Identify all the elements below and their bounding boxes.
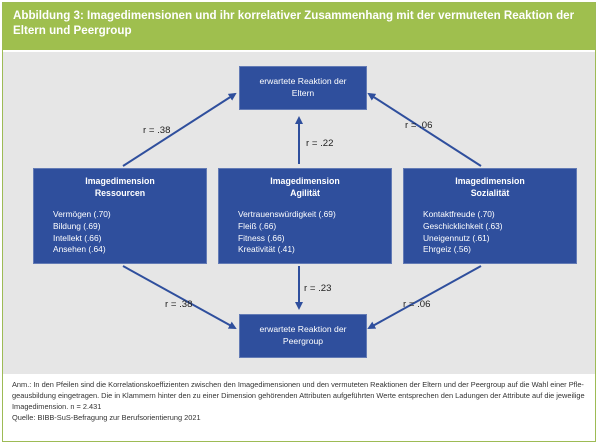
dimension-title-line1: Imagedimension	[85, 176, 155, 186]
arrows-layer	[122, 92, 482, 329]
arrow-sozialitaet-peergroup	[367, 265, 482, 329]
attribute-list: Kontaktfreude (.70) Geschicklichkeit (.6…	[403, 209, 577, 256]
figure-frame: Abbildung 3: Imagedimensionen und ihr ko…	[2, 2, 596, 442]
dimension-title-line2: Agilität	[290, 188, 320, 198]
dimension-title-line1: Imagedimension	[270, 176, 340, 186]
attribute-item: Vermögen (.70)	[53, 209, 111, 219]
outcome-peergroup-line2: Peergroup	[282, 336, 324, 346]
attribute-item: Fitness (.66)	[238, 232, 285, 243]
attribute-item: Uneigennutz (.61)	[423, 232, 490, 243]
attribute-item: Vertrauenswürdigkeit (.69)	[238, 209, 336, 219]
attribute-item: Intellekt (.66)	[53, 232, 102, 243]
correlation-label-ressourcen-eltern: r = .38	[143, 125, 171, 136]
figure-note: Anm.: In den Pfeilen sind die Korrelatio…	[12, 379, 594, 423]
dimension-title-line2: Sozialität	[470, 188, 510, 198]
note-line: Anm.: In den Pfeilen sind die Korrelatio…	[12, 380, 584, 389]
figure-title: Abbildung 3: Imagedimensionen und ihr ko…	[3, 3, 595, 50]
correlation-label-sozialitaet-peergroup: r = .06	[403, 299, 431, 310]
attribute-item: Ehrgeiz (.56)	[423, 244, 471, 255]
dimension-title-agilitaet: Imagedimension Agilität	[218, 175, 392, 199]
correlation-label-ressourcen-peergroup: r = .38	[165, 299, 193, 310]
attribute-item: Fleiß (.66)	[238, 220, 277, 231]
attribute-item: Kreativität (.41)	[238, 244, 295, 255]
diagram-panel: erwartete Reaktion der Eltern erwartete …	[3, 52, 595, 374]
note-line: geausbildung eingetragen. Die in Klammer…	[12, 391, 585, 400]
attribute-item: Ansehen (.64)	[53, 244, 106, 255]
arrow-sozialitaet-eltern	[367, 92, 482, 167]
dimension-title-line2: Ressourcen	[94, 188, 146, 198]
correlation-label-agilitaet-peergroup: r = .23	[304, 283, 332, 294]
outcome-box-peergroup: erwartete Reaktion der Peergroup	[239, 314, 367, 358]
outcome-peergroup-line1: erwartete Reaktion der	[259, 324, 347, 334]
dimension-title-sozialitaet: Imagedimension Sozialität	[403, 175, 577, 199]
dimension-title-ressourcen: Imagedimension Ressourcen	[33, 175, 207, 199]
dimension-box-agilitaet: Imagedimension Agilität Vertrauenswürdig…	[218, 168, 392, 264]
attribute-list: Vermögen (.70) Bildung (.69) Intellekt (…	[33, 209, 207, 256]
arrow-ressourcen-eltern	[122, 92, 237, 167]
outcome-eltern-line1: erwartete Reaktion der	[259, 76, 347, 86]
dimension-box-ressourcen: Imagedimension Ressourcen Vermögen (.70)…	[33, 168, 207, 264]
attribute-list: Vertrauenswürdigkeit (.69) Fleiß (.66) F…	[218, 209, 392, 256]
attribute-item: Bildung (.69)	[53, 220, 101, 231]
attribute-item: Geschicklichkeit (.63)	[423, 220, 503, 231]
dimension-box-sozialitaet: Imagedimension Sozialität Kontaktfreude …	[403, 168, 577, 264]
correlation-label-sozialitaet-eltern: r = .06	[405, 120, 433, 131]
outcome-eltern-line2: Eltern	[291, 88, 315, 98]
dimension-title-line1: Imagedimension	[455, 176, 525, 186]
outcome-box-eltern: erwartete Reaktion der Eltern	[239, 66, 367, 110]
arrow-ressourcen-peergroup	[122, 265, 237, 329]
note-source: Quelle: BIBB-SuS-Befragung zur Berufsori…	[12, 413, 201, 422]
note-line: Imagedimension. n = 2.431	[12, 402, 102, 411]
correlation-label-agilitaet-eltern: r = .22	[306, 138, 334, 149]
attribute-item: Kontaktfreude (.70)	[423, 209, 495, 219]
